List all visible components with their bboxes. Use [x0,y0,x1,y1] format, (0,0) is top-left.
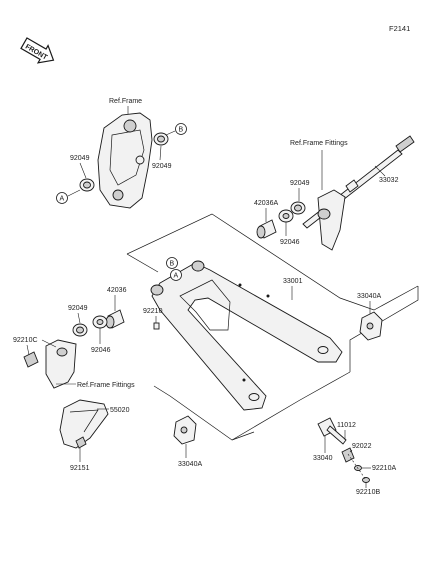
label-92046-a: 92046 [280,239,300,246]
bolt-92151 [75,436,87,449]
callout-a-leader [67,189,81,197]
collar-42036 [105,309,125,329]
collar-42036a [256,219,277,239]
label-33040: 33040 [313,455,333,462]
label-92049-c: 92049 [290,180,310,187]
label-92210a: 92210A [372,465,396,472]
svg-text:B: B [170,261,175,268]
swing-arm [150,260,343,411]
callout-a-swingarm [170,269,182,281]
callout-a-label: A [60,196,65,203]
label-33040a-right: 33040A [357,293,381,300]
label-92049-b: 92049 [152,163,172,170]
front-arrow-icon: FRONT [20,37,55,64]
label-92046-b: 92046 [91,347,111,354]
svg-text:A: A [174,273,179,280]
label-11012: 11012 [337,422,356,429]
label-42036: 42036 [107,287,127,294]
label-92022: 92022 [352,443,372,450]
chain-adjuster [317,417,347,445]
chain-guard [59,399,109,449]
label-33001: 33001 [283,278,303,285]
frame-bracket [97,112,153,209]
left-frame-bracket [45,339,77,389]
label-33040a-bottom: 33040A [178,461,202,468]
bolt-92210c [23,351,39,368]
label-92151: 92151 [70,465,90,472]
callout-a-circle [56,192,68,204]
washer-92022 [341,447,355,463]
ref-frame-fittings-left-label: Ref.Frame Fittings [77,382,135,389]
label-92210: 92210 [143,308,163,315]
callout-b-circle [175,123,187,135]
label-55020: 55020 [110,407,130,414]
label-42036a: 42036A [254,200,278,207]
label-92049-d: 92049 [68,305,88,312]
slider-33040a-bottom [173,415,197,445]
bolt-92210 [153,322,160,330]
label-92049-a: 92049 [70,155,90,162]
ref-frame-label: Ref.Frame [109,98,142,105]
callout-b-label: B [179,127,184,134]
nut-92210b [362,477,370,483]
slider-33040a-right [359,311,383,341]
label-92210b: 92210B [356,489,380,496]
ref-frame-fittings-top-label: Ref.Frame Fittings [290,140,348,147]
label-33032: 33032 [379,177,399,184]
callout-b-leader [165,130,176,136]
label-92210c: 92210C [13,337,38,344]
right-frame-bracket [317,189,346,251]
figure-code: F2141 [389,24,410,33]
callout-b-swingarm [166,257,178,269]
outline-box-top [126,213,419,311]
